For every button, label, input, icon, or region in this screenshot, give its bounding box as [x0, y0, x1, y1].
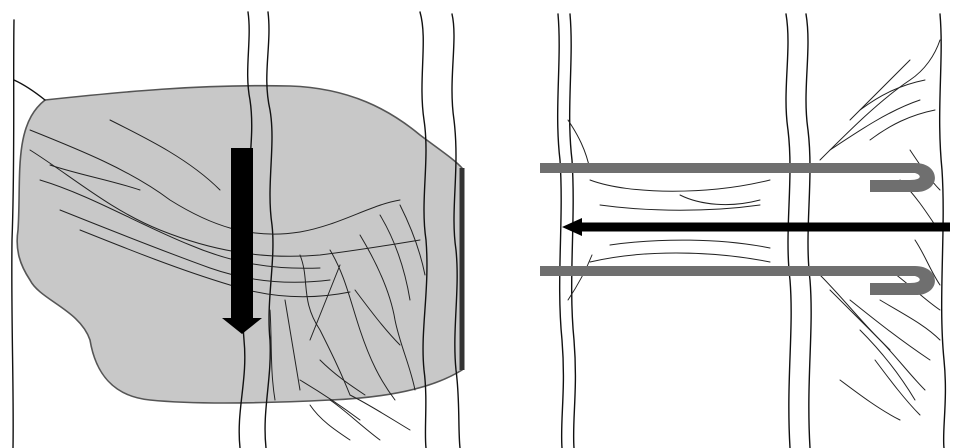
right-panel-left-wall-a: [558, 14, 564, 448]
channel-lines: [590, 180, 770, 262]
left-wall-line: [12, 20, 14, 448]
hook-bar-top: [540, 163, 935, 192]
right-panel: [530, 0, 975, 448]
hook-bar-bottom: [540, 266, 935, 295]
left-arrow: [562, 218, 950, 236]
left-lobe-outline: [14, 80, 45, 100]
right-panel-drawing: [530, 0, 975, 448]
left-panel: [0, 0, 470, 448]
left-panel-drawing: [0, 0, 470, 448]
